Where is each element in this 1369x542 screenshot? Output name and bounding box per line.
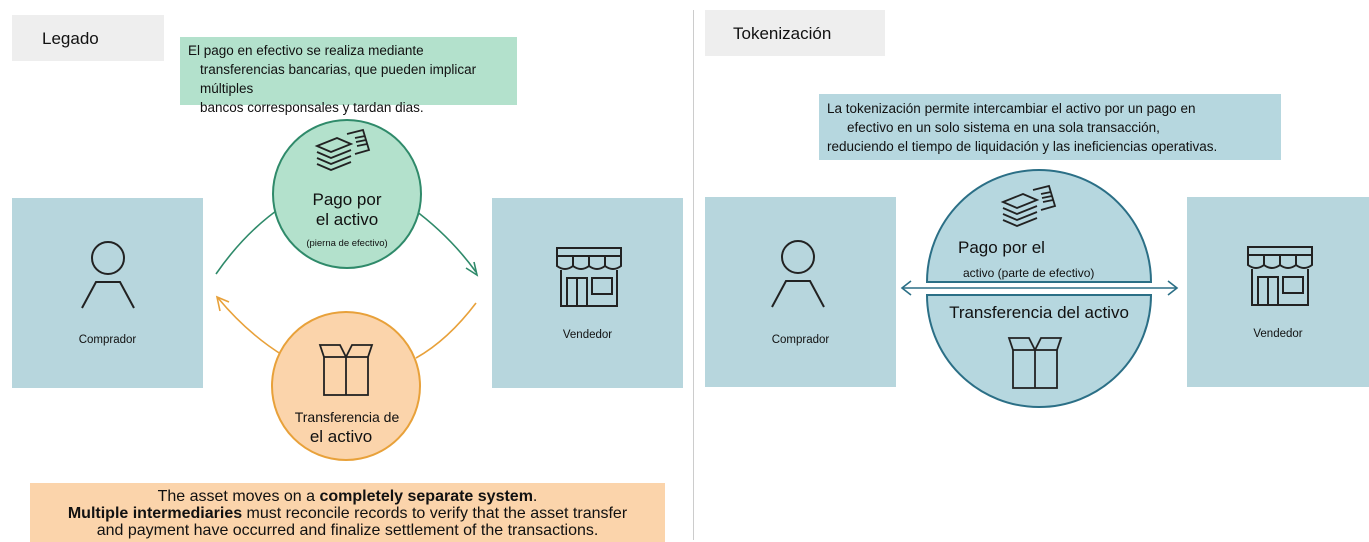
tokenized-note: La tokenización permite intercambiar el … [819, 94, 1281, 160]
bottom-line2-bold: Multiple intermediaries [67, 505, 243, 522]
box-icon [1007, 337, 1063, 389]
legacy-buyer-box: Comprador [12, 198, 203, 388]
legacy-seller-label: Vendedor [562, 329, 613, 341]
panel-divider [693, 10, 694, 540]
legacy-bottom-line1: The asset moves on a completely separate… [30, 488, 665, 505]
legacy-transfer-arrowhead [215, 295, 230, 312]
storefront-icon [1247, 246, 1313, 306]
legacy-transfer-arrow-right [415, 302, 477, 359]
tokenized-note-line: reduciendo el tiempo de liquidación y la… [827, 139, 1218, 154]
tokenized-buyer-label: Comprador [771, 334, 830, 346]
legacy-transfer-line2: el activo [309, 427, 373, 446]
box-icon [318, 344, 374, 396]
tokenized-tag: Tokenización [705, 10, 885, 56]
legacy-bottom-note: The asset moves on a completely separate… [30, 483, 665, 542]
storefront-icon [556, 247, 622, 307]
legacy-payment-arrow-right [411, 207, 477, 273]
tokenized-seller-label: Vendedor [1253, 328, 1303, 340]
legacy-flow-diagram [215, 119, 479, 461]
tokenized-payment-line1: Pago por el [958, 238, 1045, 257]
person-icon [771, 240, 825, 308]
tokenized-flow-diagram [900, 169, 1179, 408]
legacy-payment-title: Pago por el activo [272, 190, 422, 230]
legacy-bottom-line2: Multiple intermediaries must reconcile r… [30, 505, 665, 522]
legacy-buyer-label: Comprador [78, 334, 137, 346]
bottom-line1-bold: completely separate system [319, 488, 533, 505]
bottom-line2-post: must reconcile records to verify that th… [242, 505, 628, 522]
person-icon [81, 241, 135, 309]
cash-stack-icon [1000, 184, 1057, 227]
legacy-note-line: El pago en efectivo se realiza mediante [188, 43, 424, 58]
tokenized-transfer-semicircle [925, 294, 1153, 408]
legacy-seller-box: Vendedor [492, 198, 683, 388]
tokenized-seller-box: Vendedor [1187, 197, 1369, 387]
tokenized-payment-line2: activo (parte de efectivo) [963, 266, 1095, 280]
legacy-bottom-line3: and payment have occurred and finalize s… [96, 522, 599, 539]
tokenized-transfer-label: Transferencia del activo [949, 303, 1129, 322]
tokenized-note-line: La tokenización permite intercambiar el … [827, 101, 1196, 116]
legacy-payment-arrowhead [465, 261, 479, 277]
legacy-transfer-title: Transferencia de el activo [272, 408, 422, 448]
legacy-payment-sub: (pierna de efectivo) [306, 238, 388, 249]
tokenized-tag-label: Tokenización [733, 24, 832, 43]
legacy-payment-line2: el activo [315, 210, 379, 229]
legacy-tag-label: Legado [42, 29, 99, 48]
cash-stack-icon [314, 128, 371, 171]
legacy-note-line: transferencias bancarias, que pueden imp… [200, 62, 477, 96]
legacy-transfer-arrow-left [217, 297, 285, 357]
tokenized-buyer-box: Comprador [705, 197, 896, 387]
legacy-payment-circle [272, 119, 422, 269]
tokenized-note-line: efectivo en un solo sistema en una sola … [847, 120, 1160, 135]
legacy-tag: Legado [12, 15, 164, 61]
bottom-line1-post: . [532, 488, 538, 505]
bottom-line1-pre: The asset moves on a [157, 488, 320, 505]
legacy-payment-note: El pago en efectivo se realiza mediante … [180, 37, 517, 115]
legacy-transfer-line1: Transferencia de [294, 409, 400, 425]
tokenized-payment-semicircle [925, 169, 1153, 283]
legacy-note-line: bancos corresponsales y tardan dias. [200, 100, 424, 115]
legacy-payment-line1: Pago por [312, 190, 382, 209]
